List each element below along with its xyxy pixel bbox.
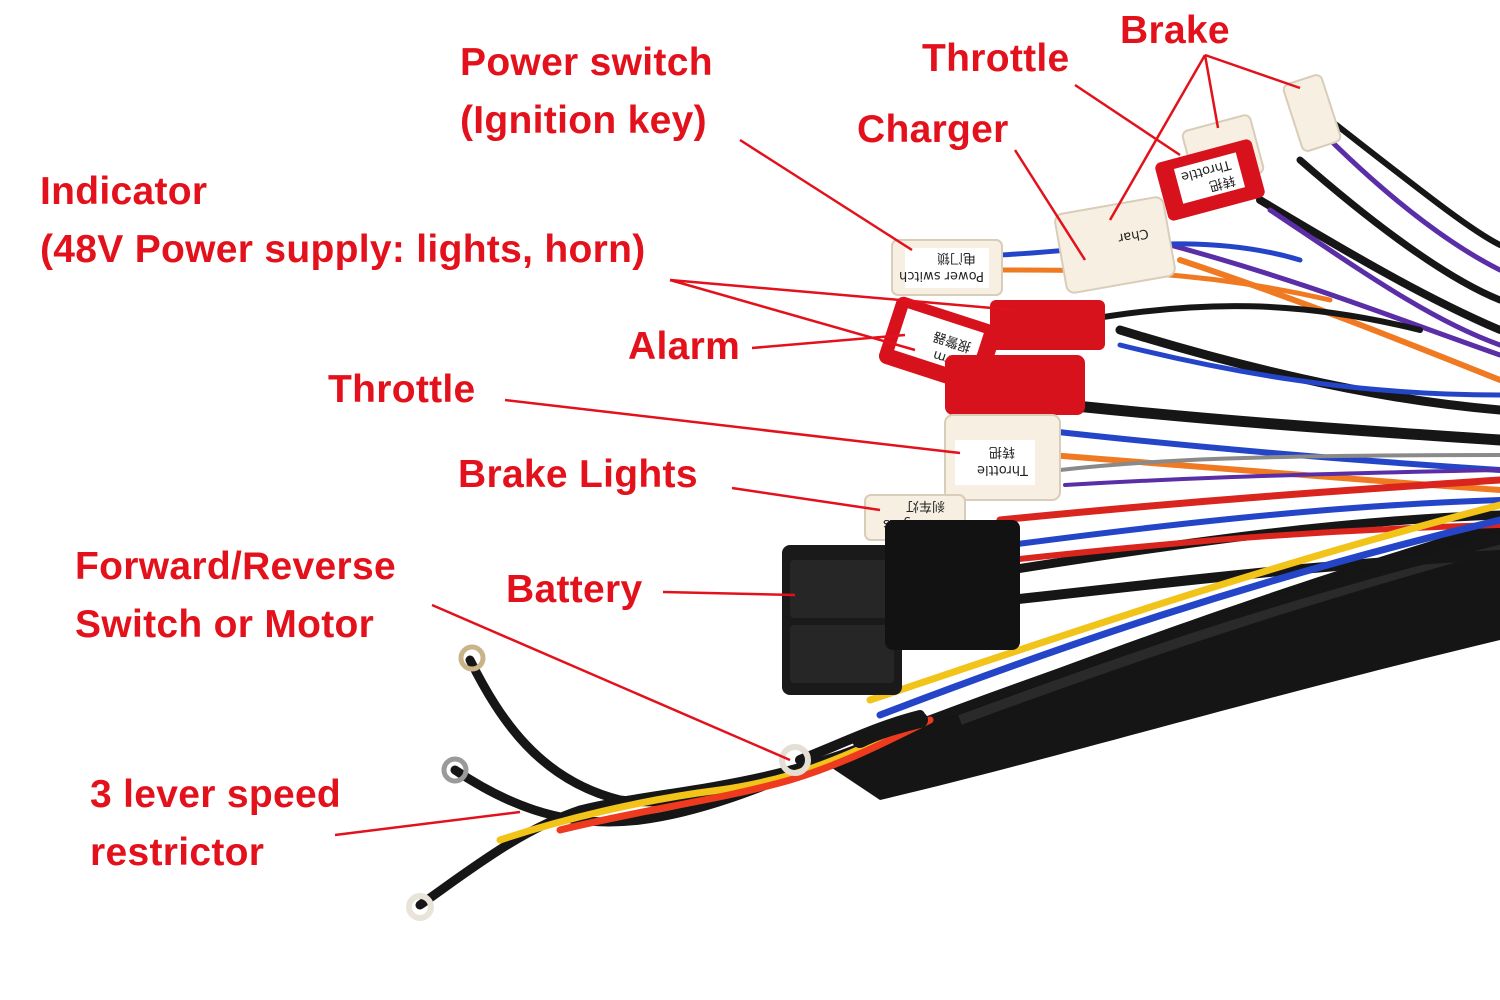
throttle-connector-mid: Throttle 转把 [944,414,1061,501]
label-throttle-mid: Throttle [328,368,476,411]
label-speed-restrictor-line1: 3 lever speed [90,773,342,816]
power-switch-tag-cn: 电门锁 [937,250,976,266]
throttle-connector-top: 转把 Throttle [1155,139,1265,221]
throttle-top-tag-cn: 转把 [1208,172,1237,193]
label-indicator-line1: Indicator [40,170,208,213]
label-power-switch: Power switch (Ignition key) [460,34,713,150]
battery-connector [782,520,1020,695]
power-switch-tag-en: Power switch [899,268,984,283]
wire-fan [866,117,1500,740]
label-power-switch-line2: (Ignition key) [460,99,707,142]
label-speed-restrictor: 3 lever speed restrictor [90,766,341,882]
leader-lines [334,53,1301,837]
label-forward-reverse: Forward/Reverse Switch or Motor [75,538,396,654]
label-indicator-line2: (48V Power supply: lights, horn) [40,228,646,271]
label-brake-lights: Brake Lights [458,453,698,496]
lower-wires [415,655,934,910]
charger-connector: Char [1054,196,1176,294]
charger-tag-en: Char [1116,225,1149,245]
label-throttle-top: Throttle [922,37,1070,80]
label-power-switch-line1: Power switch [460,41,713,84]
label-charger: Charger [857,108,1009,151]
label-indicator: Indicator (48V Power supply: lights, hor… [40,163,646,279]
label-forward-reverse-line1: Forward/Reverse [75,545,396,588]
label-brake: Brake [1120,9,1230,52]
label-alarm: Alarm [628,325,741,368]
throttle-mid-tag-en: Throttle [977,462,1029,477]
alarm-connector: Alarm 报警器 [878,296,1085,415]
throttle-mid-tag-cn: 转把 [989,444,1015,459]
ring-terminals [406,644,811,921]
label-battery: Battery [506,568,643,611]
brake-lights-tag-cn: 刹车灯 [906,498,945,514]
power-switch-connector: Power switch 电门锁 [891,239,1003,296]
brake-connector-top [1282,74,1342,152]
label-forward-reverse-line2: Switch or Motor [75,603,375,646]
label-speed-restrictor-line2: restrictor [90,831,265,874]
indicator-connector [990,300,1105,350]
